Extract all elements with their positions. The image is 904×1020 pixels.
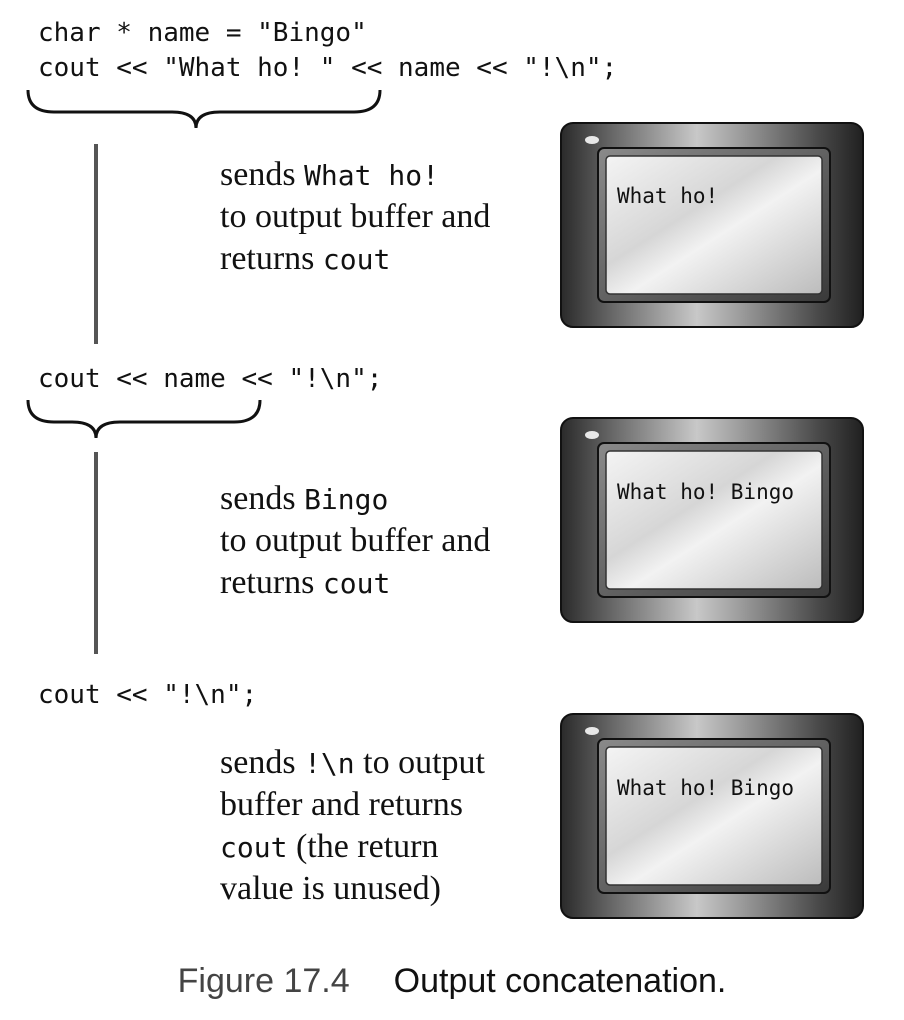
- monitor-3: [560, 713, 864, 919]
- code-line-declaration: char * name = "Bingo": [38, 18, 367, 48]
- description-1: sends What ho! to output buffer and retu…: [220, 156, 491, 277]
- code-line-full-statement: cout << "What ho! " << name << "!\n";: [38, 53, 618, 83]
- connector-line-2: [94, 452, 98, 654]
- figure-caption: Figure 17.4 Output concatenation.: [0, 962, 904, 1001]
- screen-output-2: What ho! Bingo: [617, 480, 795, 504]
- power-light-icon: [585, 431, 599, 439]
- brace-2: [26, 399, 262, 439]
- power-light-icon: [585, 727, 599, 735]
- monitor-1: [560, 122, 864, 328]
- code-block-2: cout << name << "!\n";: [38, 364, 383, 394]
- screen-output-1: What ho!: [617, 184, 719, 208]
- description-2: sends Bingo to output buffer and returns…: [220, 480, 491, 601]
- brace-1: [26, 89, 382, 129]
- figure-number: Figure 17.4: [177, 962, 350, 1000]
- code-block-3: cout << "!\n";: [38, 680, 258, 710]
- code-block-1: char * name = "Bingo" cout << "What ho! …: [38, 16, 617, 86]
- monitor-2: [560, 417, 864, 623]
- power-light-icon: [585, 136, 599, 144]
- caption-text: Output concatenation.: [393, 962, 727, 1000]
- connector-line-1: [94, 144, 98, 344]
- screen-output-3: What ho! Bingo: [617, 776, 795, 800]
- description-3: sends !\n to output buffer and returns c…: [220, 744, 485, 907]
